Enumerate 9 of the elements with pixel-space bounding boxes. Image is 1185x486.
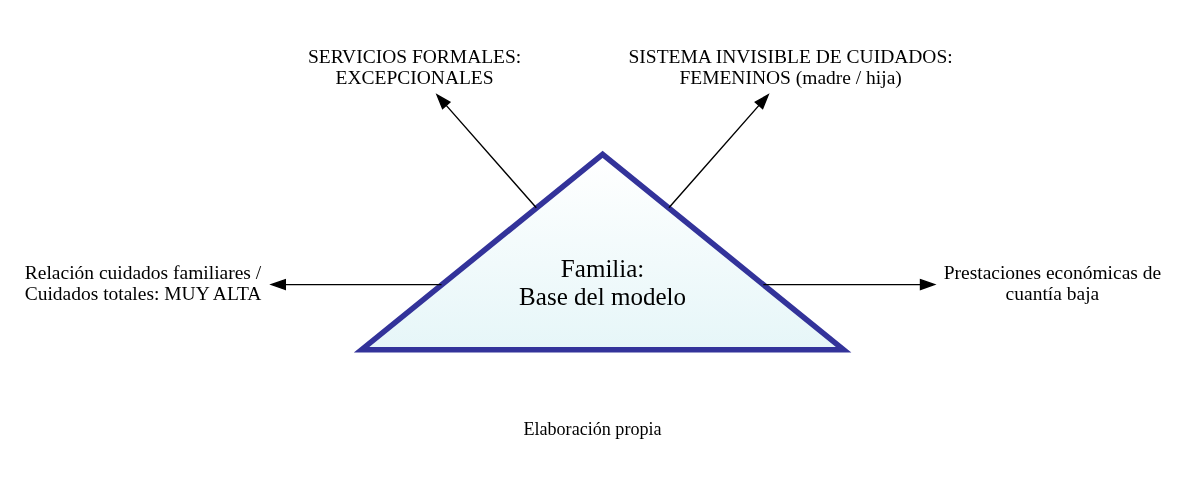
arrow <box>762 278 937 290</box>
node-text: SERVICIOS FORMALES: EXCEPCIONALES <box>307 45 522 88</box>
arrow <box>435 92 537 208</box>
arrow <box>269 278 443 290</box>
caption: Elaboración propia <box>523 418 662 439</box>
arrow <box>668 92 770 208</box>
node-text: Prestaciones económicas de cuantía baja <box>943 261 1162 304</box>
node-text: SISTEMA INVISIBLE DE CUIDADOS: FEMENINOS (madre / hija) <box>628 45 953 88</box>
node-text: Relación cuidados familiares / Cuidados totales: MUY ALTA <box>24 261 262 304</box>
